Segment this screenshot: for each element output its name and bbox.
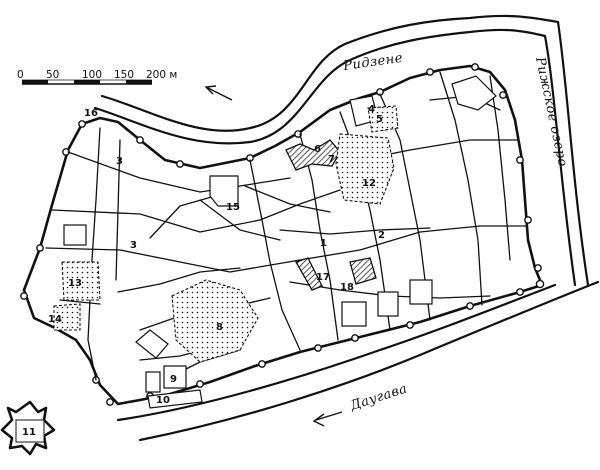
- dotted-area-12: [335, 133, 395, 205]
- marker-3a: 3: [116, 156, 123, 167]
- marker-1: 1: [320, 238, 327, 249]
- scale-tick-100: 100: [82, 69, 102, 81]
- marker-6: 6: [314, 144, 321, 155]
- daugava-river: [116, 280, 600, 442]
- dotted-area-13: [61, 261, 101, 301]
- marker-9: 9: [170, 374, 177, 385]
- city-wall: [22, 64, 544, 406]
- marker-16: 16: [84, 108, 98, 119]
- ridzene-label: Ридзене: [341, 51, 403, 74]
- dotted-area-14: [53, 303, 81, 331]
- dotted-area-4: [367, 105, 399, 133]
- marker-17: 17: [316, 272, 330, 283]
- marker-7: 7: [328, 154, 335, 165]
- marker-4: 4: [368, 104, 375, 115]
- marker-5: 5: [376, 114, 383, 125]
- marker-15: 15: [226, 202, 240, 213]
- dotted-areas: [53, 105, 399, 363]
- marker-3b: 3: [130, 240, 137, 251]
- numbered-markers: 1 2 3 3 4 5 6 7 8 9 10 11 12 13 14 15 16…: [22, 104, 385, 438]
- citadel-fort: [0, 400, 56, 456]
- marker-11: 11: [22, 427, 36, 438]
- ridzene-river: [93, 14, 590, 287]
- scale-tick-200: 200 м: [146, 69, 177, 81]
- scale-tick-0: 0: [17, 69, 24, 81]
- scale-bar: 0 50 100 150 200 м: [17, 69, 177, 85]
- marker-14: 14: [48, 314, 62, 325]
- marker-13: 13: [68, 278, 82, 289]
- daugava-label: Даугава: [348, 381, 410, 414]
- flow-arrow-icon: [312, 411, 343, 427]
- city-blocks: [63, 75, 497, 409]
- marker-8: 8: [216, 322, 223, 333]
- building-17: [295, 257, 323, 291]
- scale-tick-150: 150: [114, 69, 134, 81]
- marker-18: 18: [340, 282, 354, 293]
- north-arrow-icon: [204, 85, 233, 101]
- marker-12: 12: [362, 178, 376, 189]
- marker-10: 10: [156, 395, 170, 406]
- scale-tick-50: 50: [46, 69, 59, 81]
- building-18: [349, 257, 377, 285]
- dotted-area-8: [171, 279, 259, 363]
- marker-2: 2: [378, 230, 385, 241]
